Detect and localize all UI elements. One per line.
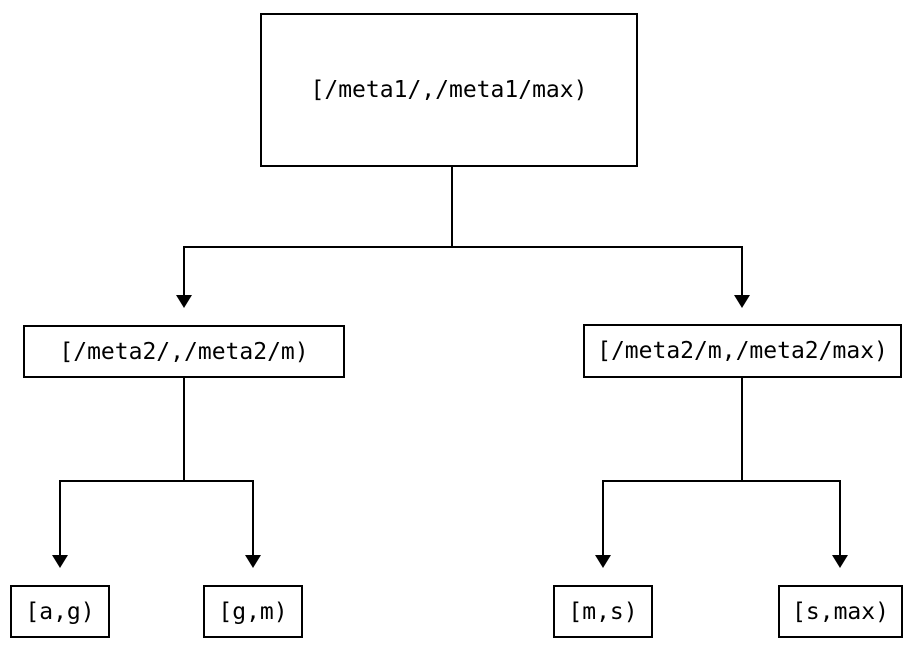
arrow-down-icon — [832, 555, 848, 568]
node-leaf-ms: [m,s) — [553, 585, 653, 638]
node-leaf-smax: [s,max) — [778, 585, 903, 638]
connector-drop-right — [741, 246, 743, 295]
connector-right-crossbar — [602, 480, 841, 482]
connector-left-crossbar — [59, 480, 254, 482]
node-root-range: [/meta1/,/meta1/max) — [260, 13, 638, 167]
connector-level1-crossbar — [183, 246, 743, 248]
connector-root-stem — [451, 166, 453, 247]
arrow-down-icon — [245, 555, 261, 568]
node-right-subrange: [/meta2/m,/meta2/max) — [583, 324, 902, 378]
connector-drop-gm — [252, 480, 254, 555]
connector-drop-smax — [839, 480, 841, 555]
arrow-down-icon — [734, 295, 750, 308]
connector-drop-ms — [602, 480, 604, 555]
arrow-down-icon — [595, 555, 611, 568]
connector-drop-left — [183, 246, 185, 295]
node-leaf-gm: [g,m) — [203, 585, 303, 638]
connector-drop-ag — [59, 480, 61, 555]
node-leaf-ag: [a,g) — [10, 585, 110, 638]
node-left-subrange: [/meta2/,/meta2/m) — [23, 325, 345, 378]
connector-left-stem — [183, 377, 185, 481]
connector-right-stem — [741, 377, 743, 481]
arrow-down-icon — [52, 555, 68, 568]
arrow-down-icon — [176, 295, 192, 308]
